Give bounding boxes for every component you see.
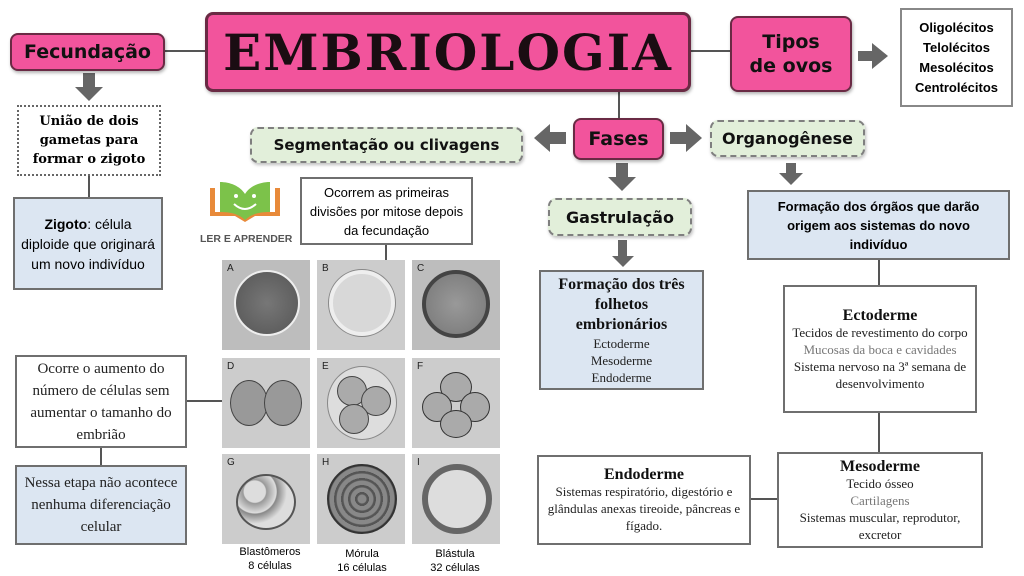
endoderme-title: Endoderme	[604, 466, 684, 483]
list-item: Mesoderme	[590, 352, 653, 368]
arrow-right-icon	[858, 43, 888, 69]
fases-label: Fases	[588, 128, 649, 150]
aumento-celulas-box: Ocorre o aumento do número de células se…	[15, 355, 187, 448]
zigoto-term: Zigoto	[44, 215, 88, 232]
organogenese-description: Formação dos órgãos que darão origem aos…	[777, 198, 980, 252]
arrow-down-icon	[608, 163, 636, 191]
ectoderme-item: Mucosas da boca e cavidades	[803, 341, 957, 357]
ectoderme-box: Ectoderme Tecidos de revestimento do cor…	[783, 285, 977, 413]
ectoderme-item: Tecidos de revestimento do corpo	[792, 324, 968, 340]
mesoderme-title: Mesoderme	[840, 457, 920, 475]
arrow-down-icon	[779, 163, 803, 185]
connector	[165, 50, 207, 52]
endoderme-item: Sistemas respiratório, digestório e glân…	[547, 484, 741, 533]
logo-text: LER E APRENDER	[200, 233, 293, 245]
organogenese-description-box: Formação dos órgãos que darão origem aos…	[747, 190, 1010, 260]
cell-image-h: H	[317, 454, 405, 544]
segmentacao-description-box: Ocorrem as primeiras divisões por mitose…	[300, 177, 473, 245]
title-box: EMBRIOLOGIA	[205, 12, 691, 92]
arrow-down-icon	[612, 240, 634, 267]
cell-image-b: B	[317, 260, 405, 350]
organogenese-box: Organogênese	[710, 120, 865, 157]
list-item: Telolécitos	[923, 39, 990, 55]
logo: LER E APRENDER	[200, 180, 293, 246]
folhetos-heading: Formação dos três folhetos embrionários	[558, 275, 685, 333]
zigoto-box: Zigoto: célula diploide que originará um…	[13, 197, 163, 290]
fecundacao-definition: União de dois gametas para formar o zigo…	[32, 114, 146, 167]
mesoderme-item: Cartilagens	[850, 492, 910, 508]
cell-image-i: I	[412, 454, 500, 544]
mesoderme-item: Sistemas muscular, reprodutor, excretor	[799, 509, 961, 542]
endoderme-box: Endoderme Sistemas respiratório, digestó…	[537, 455, 751, 545]
cell-image-d: D	[222, 358, 310, 448]
arrow-right-icon	[670, 124, 702, 152]
tipos-ovos-label: Tipos de ovos	[749, 31, 833, 77]
cell-image-c: C	[412, 260, 500, 350]
tipos-ovos-list: Oligolécitos Telolécitos Mesolécitos Cen…	[900, 8, 1013, 107]
connector	[690, 50, 732, 52]
segmentacao-label: Segmentação ou clivagens	[273, 136, 500, 154]
organogenese-label: Organogênese	[721, 129, 854, 148]
arrow-down-icon	[75, 73, 103, 101]
fecundacao-label: Fecundação	[24, 41, 151, 63]
mesoderme-box: Mesoderme Tecido ósseo Cartilagens Siste…	[777, 452, 983, 548]
list-item: Endoderme	[591, 369, 652, 385]
list-item: Ectoderme	[593, 335, 650, 351]
tipos-ovos-box: Tipos de ovos	[730, 16, 852, 92]
connector	[88, 176, 90, 198]
segmentacao-description: Ocorrem as primeiras divisões por mitose…	[309, 184, 464, 238]
open-book-icon	[210, 182, 280, 222]
gastrulacao-box: Gastrulação	[548, 198, 692, 236]
list-item: Oligolécitos	[919, 19, 994, 35]
connector	[878, 260, 880, 286]
connector	[618, 92, 620, 119]
cell-images-grid: A B C D E F G H I	[222, 260, 502, 546]
ectoderme-title: Ectoderme	[842, 306, 918, 324]
cell-image-f: F	[412, 358, 500, 448]
diferenciacao-box: Nessa etapa não acontece nenhuma diferen…	[15, 465, 187, 545]
connector	[187, 400, 223, 402]
connector	[878, 413, 880, 453]
diferenciacao-text: Nessa etapa não acontece nenhuma diferen…	[24, 475, 178, 535]
segmentacao-box: Segmentação ou clivagens	[250, 127, 523, 163]
connector	[100, 448, 102, 466]
ectoderme-item: Sistema nervoso na 3ª semana de desenvol…	[793, 358, 967, 391]
list-item: Centrolécitos	[914, 79, 999, 95]
page-title: EMBRIOLOGIA	[223, 22, 673, 82]
cell-image-e: E	[317, 358, 405, 448]
zigoto-text: : célula diploide que originará um novo …	[21, 215, 155, 272]
connector	[751, 498, 778, 500]
arrow-left-icon	[534, 124, 566, 152]
cell-image-a: A	[222, 260, 310, 350]
cell-image-g: G	[222, 454, 310, 544]
aumento-celulas-text: Ocorre o aumento do número de células se…	[30, 360, 172, 443]
mesoderme-item: Tecido ósseo	[846, 475, 914, 491]
connector	[385, 245, 387, 260]
gastrulacao-label: Gastrulação	[566, 207, 674, 227]
list-item: Mesolécitos	[919, 59, 994, 75]
fecundacao-box: Fecundação	[10, 33, 165, 71]
fases-box: Fases	[573, 118, 664, 160]
fecundacao-definition-box: União de dois gametas para formar o zigo…	[17, 105, 161, 176]
folhetos-box: Formação dos três folhetos embrionários …	[539, 270, 704, 390]
